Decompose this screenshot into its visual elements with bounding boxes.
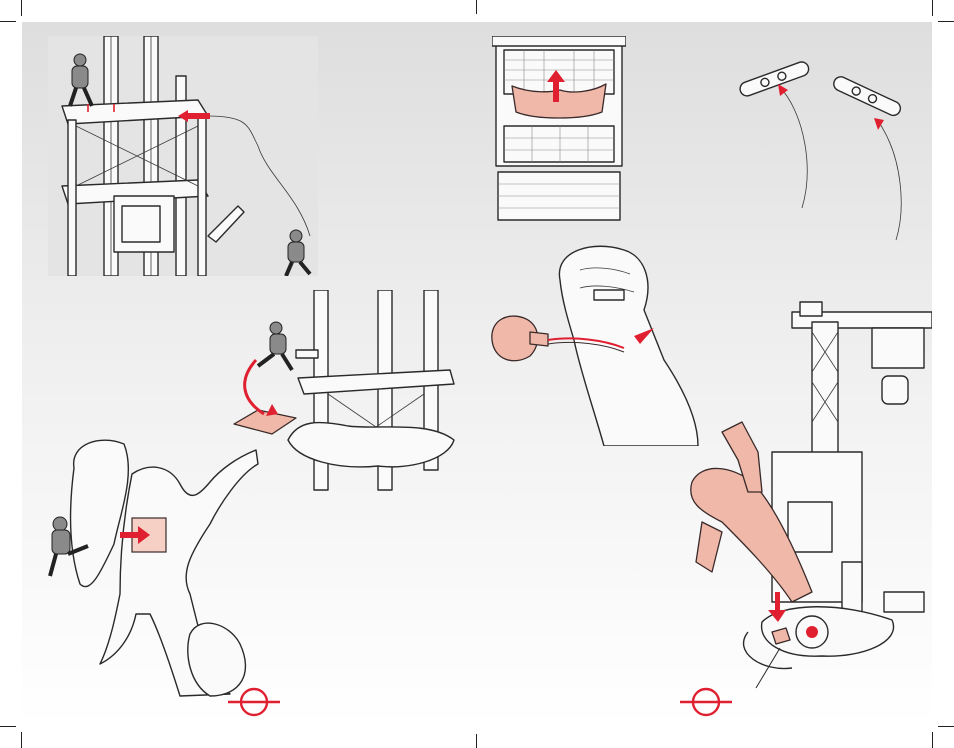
- circle-registration-mark: [228, 686, 280, 718]
- crop-mark-bottom-right-h: [938, 726, 954, 727]
- crop-mark-bottom-left-h: [0, 726, 16, 727]
- crop-mark-top-left-h: [0, 21, 16, 22]
- cable-clip-pair-illustration: [734, 58, 914, 248]
- circle-registration-mark: [680, 686, 732, 718]
- crop-mark-top-right-h: [938, 21, 954, 22]
- giant-villain-illustration: [40, 434, 264, 698]
- net-trap-panel-illustration: [492, 36, 626, 222]
- crop-mark-top-center: [476, 0, 477, 14]
- crop-mark-bottom-right-v: [932, 732, 933, 748]
- crop-mark-top-right-v: [932, 0, 933, 16]
- instruction-page: [22, 22, 932, 726]
- crane-tower-with-giant-illustration: [662, 292, 932, 692]
- crop-mark-bottom-left-v: [21, 732, 22, 748]
- crop-mark-bottom-center: [476, 734, 477, 748]
- tower-with-cable-figure-illustration: [48, 36, 318, 276]
- crop-mark-top-left-v: [21, 0, 22, 16]
